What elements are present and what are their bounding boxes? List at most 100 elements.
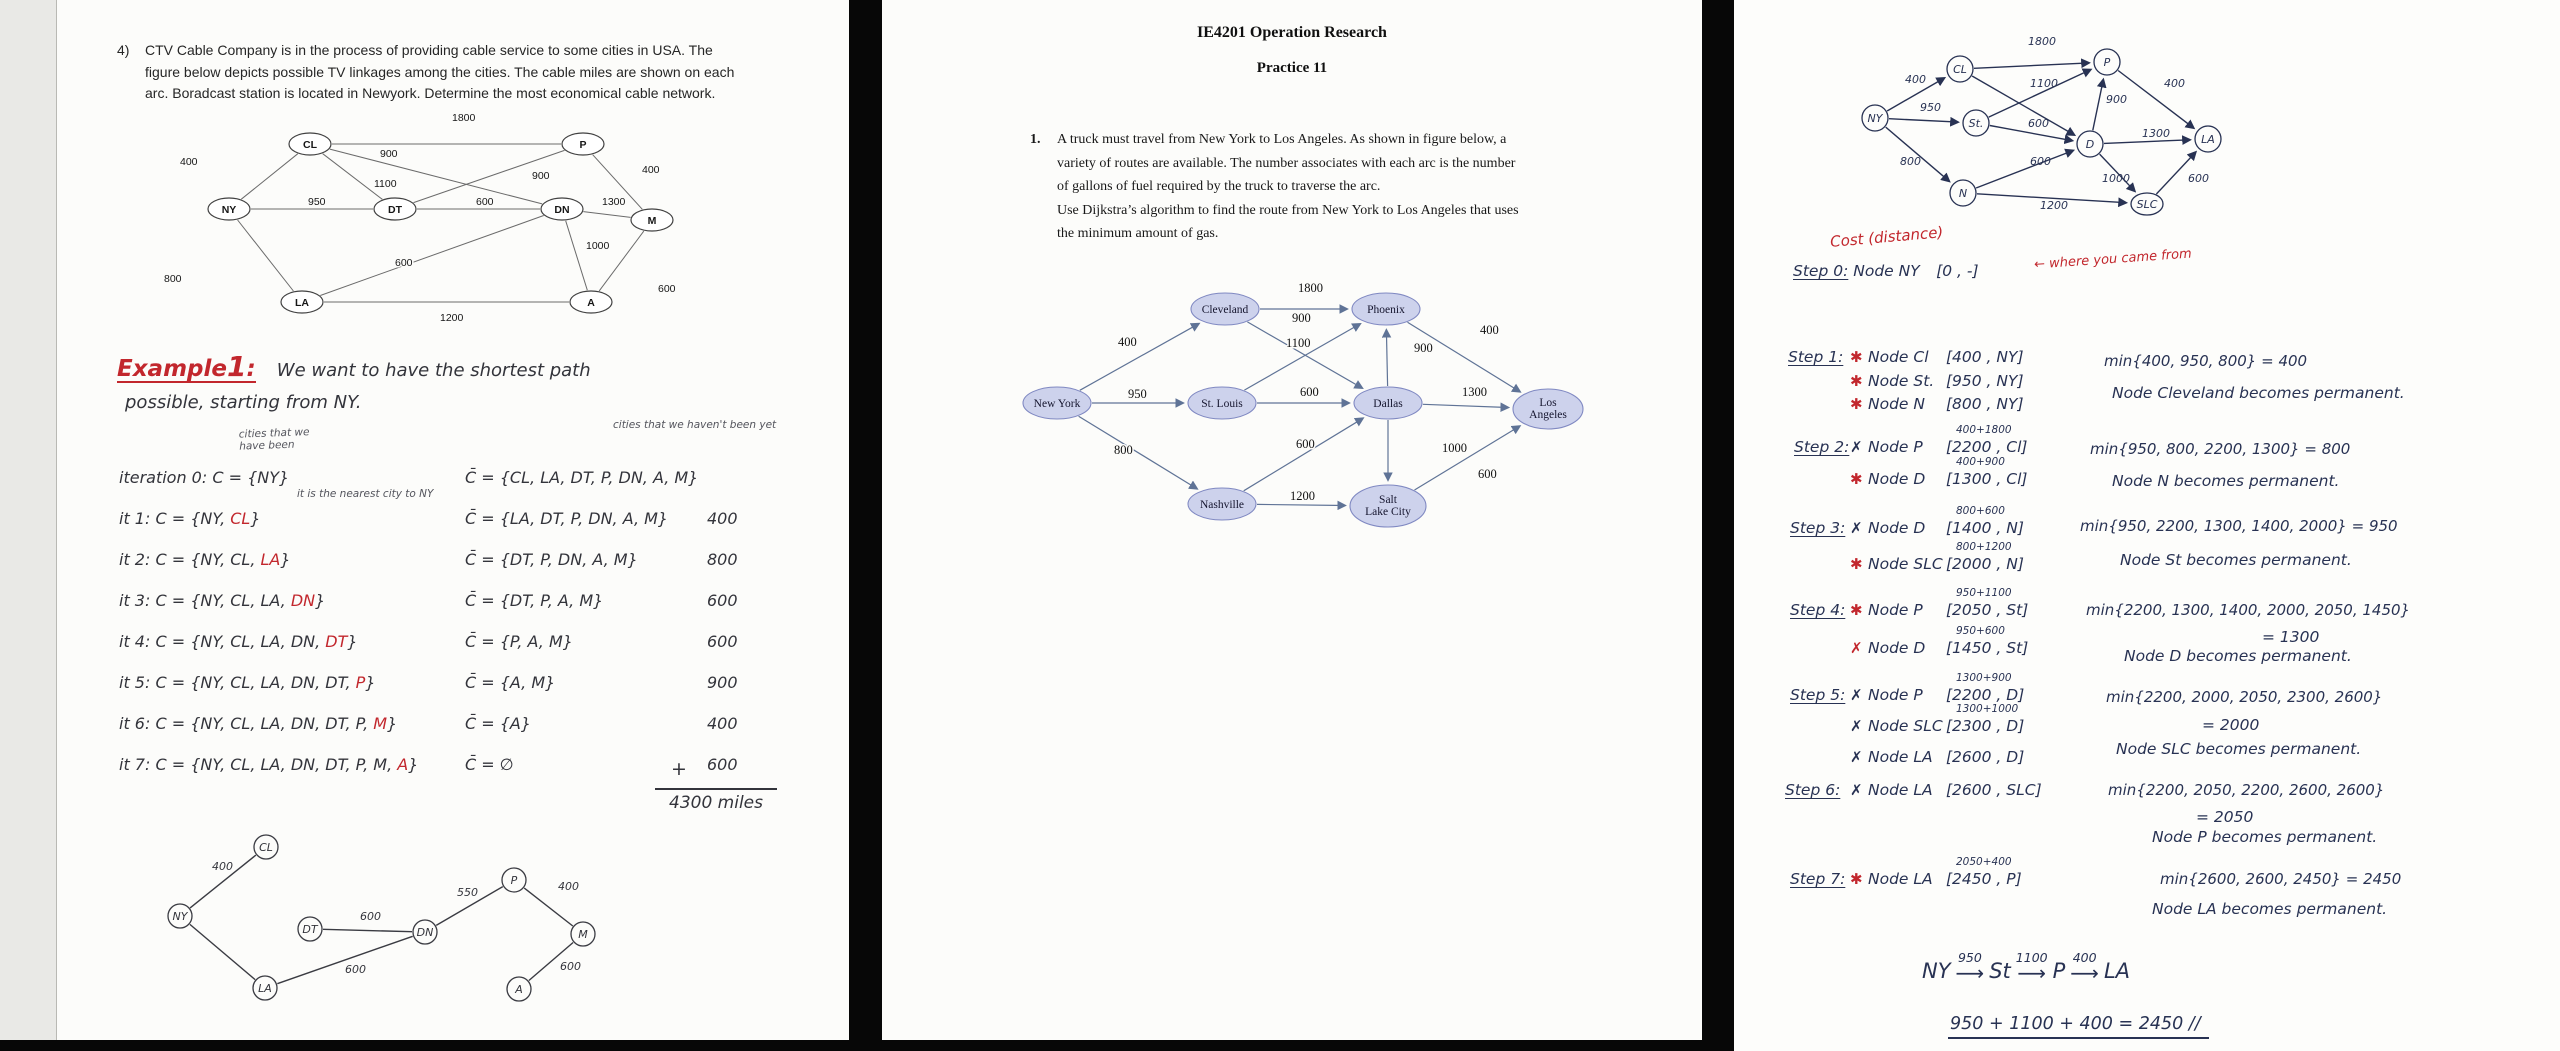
edge-label-P-M: 400 xyxy=(642,164,660,176)
edge-label-P-M: 400 xyxy=(558,880,579,893)
step-2-min: min{950, 800, 2200, 1300} = 800 xyxy=(2090,440,2351,458)
edge-label-D-P: 900 xyxy=(1414,341,1433,355)
edge-label-P-LA: 400 xyxy=(2164,77,2185,90)
dijkstra-iterations-list: iteration 0: C = {NY} C̄ = {CL, LA, DT, … xyxy=(119,468,799,796)
edge-ST-D xyxy=(1989,124,2075,145)
edge-D-LA xyxy=(2103,135,2192,146)
edge-label-NY-N: 800 xyxy=(1114,443,1133,457)
step-4-min: min{2200, 1300, 1400, 2000, 2050, 1450} xyxy=(2086,601,2411,619)
step-3-label: Step 3: xyxy=(1790,519,1846,537)
edge-CL-DN xyxy=(329,148,543,205)
node-label-D: D xyxy=(2086,138,2094,151)
edge-NY-LA xyxy=(189,923,256,981)
node-label-LA: LA xyxy=(2201,133,2215,146)
course-title: IE4201 Operation Research xyxy=(1197,24,1387,41)
edge-NY-CL xyxy=(240,153,299,200)
edge-label-CL-P: 1800 xyxy=(1298,281,1323,295)
problem-1-line: A truck must travel from New York to Los… xyxy=(1057,132,1507,147)
edge-label-SLC-LA: 600 xyxy=(2188,172,2209,185)
step-0-bracket: [0 , -] xyxy=(1936,262,1979,280)
practice-title: Practice 11 xyxy=(1256,60,1328,76)
x-mark-icon: ✗ xyxy=(1850,438,1863,456)
edge-label-LA-DN: 600 xyxy=(395,257,413,269)
node-label-CL: Cleveland xyxy=(1202,304,1249,316)
node-N xyxy=(1949,179,1977,207)
edge-label-NY-CL: 400 xyxy=(180,156,198,168)
problem-1-line: of gallons of fuel required by the truck… xyxy=(1057,179,1381,194)
edge-P-M xyxy=(592,154,643,210)
edge-label-NY-ST: 950 xyxy=(1920,101,1941,114)
total-plus-sign: + xyxy=(671,758,687,780)
node-P xyxy=(1351,292,1421,326)
node-A xyxy=(569,290,613,314)
edge-label-N-SLC: 1200 xyxy=(2040,199,2068,212)
edge-label-CL-D: 900 xyxy=(1292,311,1311,325)
node-SLC xyxy=(2130,192,2164,216)
problem-1-line: the minimum amount of gas. xyxy=(1057,226,1219,241)
arrow-icon: ⟶ xyxy=(2017,961,2047,985)
node-NY xyxy=(1022,386,1092,420)
step-3-result: Node St becomes permanent. xyxy=(2120,551,2352,569)
node-label-DT: DT xyxy=(302,923,318,936)
node-SLC xyxy=(1349,484,1427,528)
x-mark-icon: ✗ xyxy=(1850,519,1863,537)
edge-N-D xyxy=(1243,417,1365,492)
x-mark-icon: ✗ xyxy=(1850,639,1863,657)
note-unvisited-cities: cities that we haven't been yet xyxy=(613,419,777,431)
node-label-P: P xyxy=(579,139,586,151)
edge-label-D-P: 900 xyxy=(2106,93,2127,106)
node-CL xyxy=(253,834,279,860)
step-5-result: Node SLC becomes permanent. xyxy=(2116,740,2362,758)
edge-NY-CL xyxy=(189,854,257,909)
step-3-min: min{950, 2200, 1300, 1400, 2000} = 950 xyxy=(2080,517,2398,535)
node-label-A: A xyxy=(587,297,595,309)
edge-CL-D xyxy=(1971,75,2077,136)
example-word: Example xyxy=(117,356,227,382)
edge-label-NY-STL: 950 xyxy=(1128,387,1147,401)
step-0-label: Step 0: xyxy=(1793,262,1849,280)
problem-1-line: Use Dijkstra’s algorithm to find the rou… xyxy=(1057,202,1519,218)
node-DT xyxy=(297,916,323,942)
node-LA xyxy=(252,975,278,1001)
star-mark-icon: ✱ xyxy=(1850,372,1863,390)
step-1-row-cl: ✱Node Cl[400 , NY] xyxy=(1850,348,2024,366)
node-DN xyxy=(412,919,438,945)
edge-label-DT-P: 900 xyxy=(532,170,550,182)
edge-P-LA xyxy=(2117,69,2196,130)
step-1-result: Node Cleveland becomes permanent. xyxy=(2112,384,2405,402)
edge-label-D-SLC: 1000 xyxy=(2102,172,2130,185)
note-nearest-city: it is the nearest city to NY xyxy=(297,488,434,500)
edge-label-M-A: 600 xyxy=(658,283,676,295)
x-mark-icon: ✗ xyxy=(1850,748,1863,766)
node-D xyxy=(1353,386,1423,420)
edge-label-LA-A: 1200 xyxy=(440,312,464,324)
cbar-set: C̄ = {DT, P, DN, A, M} xyxy=(465,550,638,569)
node-DN xyxy=(540,197,584,221)
edge-label-N-SLC: 1200 xyxy=(1290,489,1315,503)
node-P xyxy=(561,132,605,156)
edge-LA-DN xyxy=(277,935,413,985)
edge-label-D-LA: 1300 xyxy=(1462,385,1487,399)
page-practice-sheet: IE4201 Operation Research Practice 11 1.… xyxy=(882,0,1702,1040)
step-6-row-la: ✗Node LA[2600 , SLC] xyxy=(1850,781,2042,799)
edge-DT-DN xyxy=(322,928,413,933)
step-5-min-result: = 2000 xyxy=(2202,716,2260,734)
step-7-label: Step 7: xyxy=(1790,870,1846,888)
node-M xyxy=(570,921,596,947)
x-mark-icon: ✗ xyxy=(1850,781,1863,799)
iteration-value: 600 xyxy=(707,755,738,774)
node-N xyxy=(1187,487,1257,521)
problem-4-text: CTV Cable Company is in the process of p… xyxy=(145,42,735,101)
iteration-row-3: it 3: C = {NY, CL, LA, DN} C̄ = {DT, P, … xyxy=(119,591,738,610)
edge-label-STL-P: 1100 xyxy=(1286,336,1311,350)
edge-label-N-D: 600 xyxy=(2030,155,2051,168)
edge-N-SLC xyxy=(1256,500,1347,511)
edge-label-DT-DN: 600 xyxy=(476,196,494,208)
edge-label-NY-N: 800 xyxy=(1900,155,1921,168)
node-label-M: M xyxy=(648,215,657,227)
node-ST xyxy=(1962,109,1990,137)
step-2-label: Step 2: xyxy=(1794,438,1850,456)
edge-NY-N xyxy=(1078,415,1199,490)
